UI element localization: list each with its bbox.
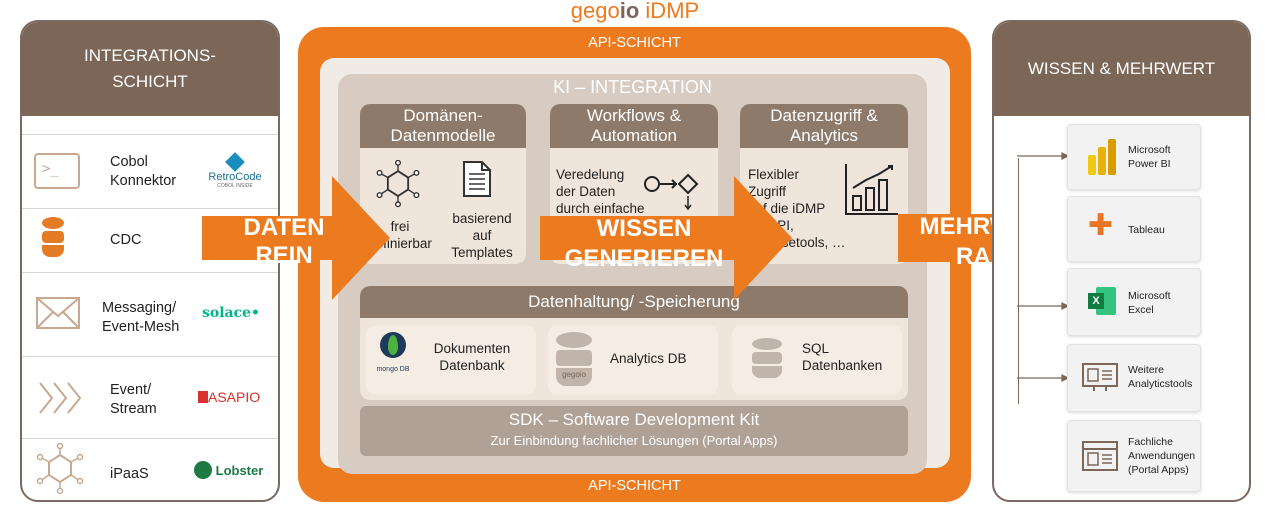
power-bi-icon bbox=[1088, 139, 1116, 175]
excel-icon: X bbox=[1088, 287, 1116, 315]
row-label: CDC bbox=[110, 232, 142, 248]
value-header: WISSEN & MEHRWERT bbox=[994, 22, 1249, 116]
lobster-logo: Lobster bbox=[194, 461, 263, 479]
tool-label: Microsoft Excel bbox=[1128, 290, 1171, 316]
storage-item-mongo: mongo DB Dokumenten Datenbank bbox=[366, 326, 536, 394]
document-icon bbox=[462, 160, 492, 203]
sdk-title: SDK – Software Development Kit bbox=[508, 410, 760, 429]
brand-product: iDMP bbox=[645, 0, 700, 23]
storage-label: SQL Datenbanken bbox=[802, 341, 883, 373]
network-icon bbox=[374, 159, 422, 213]
arrow-data-in: DATEN REIN bbox=[202, 176, 390, 300]
retrocode-logo: RetroCode COBOL INSIDE bbox=[202, 152, 268, 189]
chevrons-icon bbox=[38, 381, 84, 420]
sdk-layer: SDK – Software Development Kit Zur Einbi… bbox=[360, 406, 908, 456]
card-domain-models: Domänen- Datenmodelle frei definierbar b… bbox=[360, 104, 526, 264]
integration-panel: INTEGRATIONS- SCHICHT >_ Cobol Konnektor… bbox=[20, 20, 280, 502]
connector-line bbox=[1018, 158, 1019, 404]
list-item: CDC bbox=[22, 208, 278, 272]
row-label: iPaaS bbox=[110, 466, 149, 482]
tool-analytics[interactable]: Weitere Analyticstools bbox=[1067, 344, 1201, 412]
integration-header: INTEGRATIONS- SCHICHT bbox=[22, 22, 278, 116]
row-label: Event/ Stream bbox=[110, 382, 157, 417]
page-title: gegoio iDMP bbox=[560, 0, 710, 26]
list-item: Event/ Stream ASAPIO bbox=[22, 356, 278, 438]
database-icon: gegoio bbox=[556, 332, 592, 388]
arrow-label: DATEN REIN bbox=[243, 214, 325, 269]
network-icon bbox=[34, 442, 86, 500]
brand-io: io bbox=[619, 0, 640, 23]
tool-label: Tableau bbox=[1128, 224, 1165, 236]
row-label: Cobol Konnektor bbox=[110, 154, 177, 189]
list-item: iPaaS Lobster bbox=[22, 438, 278, 500]
tool-label: Microsoft Power BI bbox=[1128, 144, 1171, 170]
mongodb-logo: mongo DB bbox=[372, 332, 414, 373]
card-title: Datenzugriff & Analytics bbox=[740, 104, 908, 148]
arrow-label: WISSEN GENERIEREN bbox=[564, 215, 724, 272]
workflow-icon bbox=[644, 172, 700, 217]
connectors bbox=[1017, 152, 1070, 382]
list-item: Messaging/ Event-Mesh solace• bbox=[22, 272, 278, 356]
api-label-bottom: API-SCHICHT bbox=[588, 478, 681, 494]
ki-title: KI – INTEGRATION bbox=[553, 77, 712, 97]
list-item: >_ Cobol Konnektor RetroCode COBOL INSID… bbox=[22, 134, 278, 208]
card-title: Workflows & Automation bbox=[550, 104, 718, 148]
terminal-icon: >_ bbox=[34, 153, 80, 189]
bar-chart-icon bbox=[844, 162, 900, 221]
dashboard-icon bbox=[1082, 363, 1118, 398]
storage-layer: Datenhaltung/ -Speicherung mongo DB Doku… bbox=[360, 286, 908, 400]
card-text: basierend auf Templates bbox=[451, 211, 513, 260]
database-icon bbox=[42, 217, 64, 257]
storage-item-analytics: gegoio Analytics DB bbox=[548, 326, 718, 394]
tool-excel[interactable]: X Microsoft Excel bbox=[1067, 268, 1201, 336]
sdk-subtitle: Zur Einbindung fachlicher Lösungen (Port… bbox=[490, 433, 778, 448]
card-title: Domänen- Datenmodelle bbox=[360, 104, 526, 148]
tool-portal-apps[interactable]: Fachliche Anwendungen (Portal Apps) bbox=[1067, 420, 1201, 492]
storage-label: Dokumenten Datenbank bbox=[433, 341, 511, 373]
arrow-knowledge: WISSEN GENERIEREN bbox=[540, 176, 792, 300]
api-label-top: API-SCHICHT bbox=[588, 35, 681, 51]
app-window-icon bbox=[1082, 441, 1118, 476]
row-label: Messaging/ Event-Mesh bbox=[102, 300, 180, 335]
tool-tableau[interactable]: ✚ Tableau bbox=[1067, 196, 1201, 262]
storage-label: Analytics DB bbox=[610, 351, 687, 366]
solace-logo: solace• bbox=[202, 305, 260, 321]
tool-power-bi[interactable]: Microsoft Power BI bbox=[1067, 124, 1201, 190]
card-text: Veredelung der Daten durch einfache bbox=[556, 167, 645, 216]
tool-label: Weitere Analyticstools bbox=[1128, 364, 1193, 390]
tool-label: Fachliche Anwendungen (Portal Apps) bbox=[1128, 436, 1196, 476]
storage-item-sql: SQL Datenbanken bbox=[732, 326, 902, 394]
asapio-logo: ASAPIO bbox=[198, 389, 260, 405]
database-icon bbox=[752, 338, 782, 382]
brand-gego: gego bbox=[570, 0, 620, 23]
storage-title: Datenhaltung/ -Speicherung bbox=[360, 286, 908, 318]
tableau-icon: ✚ bbox=[1088, 209, 1114, 242]
envelope-icon bbox=[36, 297, 80, 334]
